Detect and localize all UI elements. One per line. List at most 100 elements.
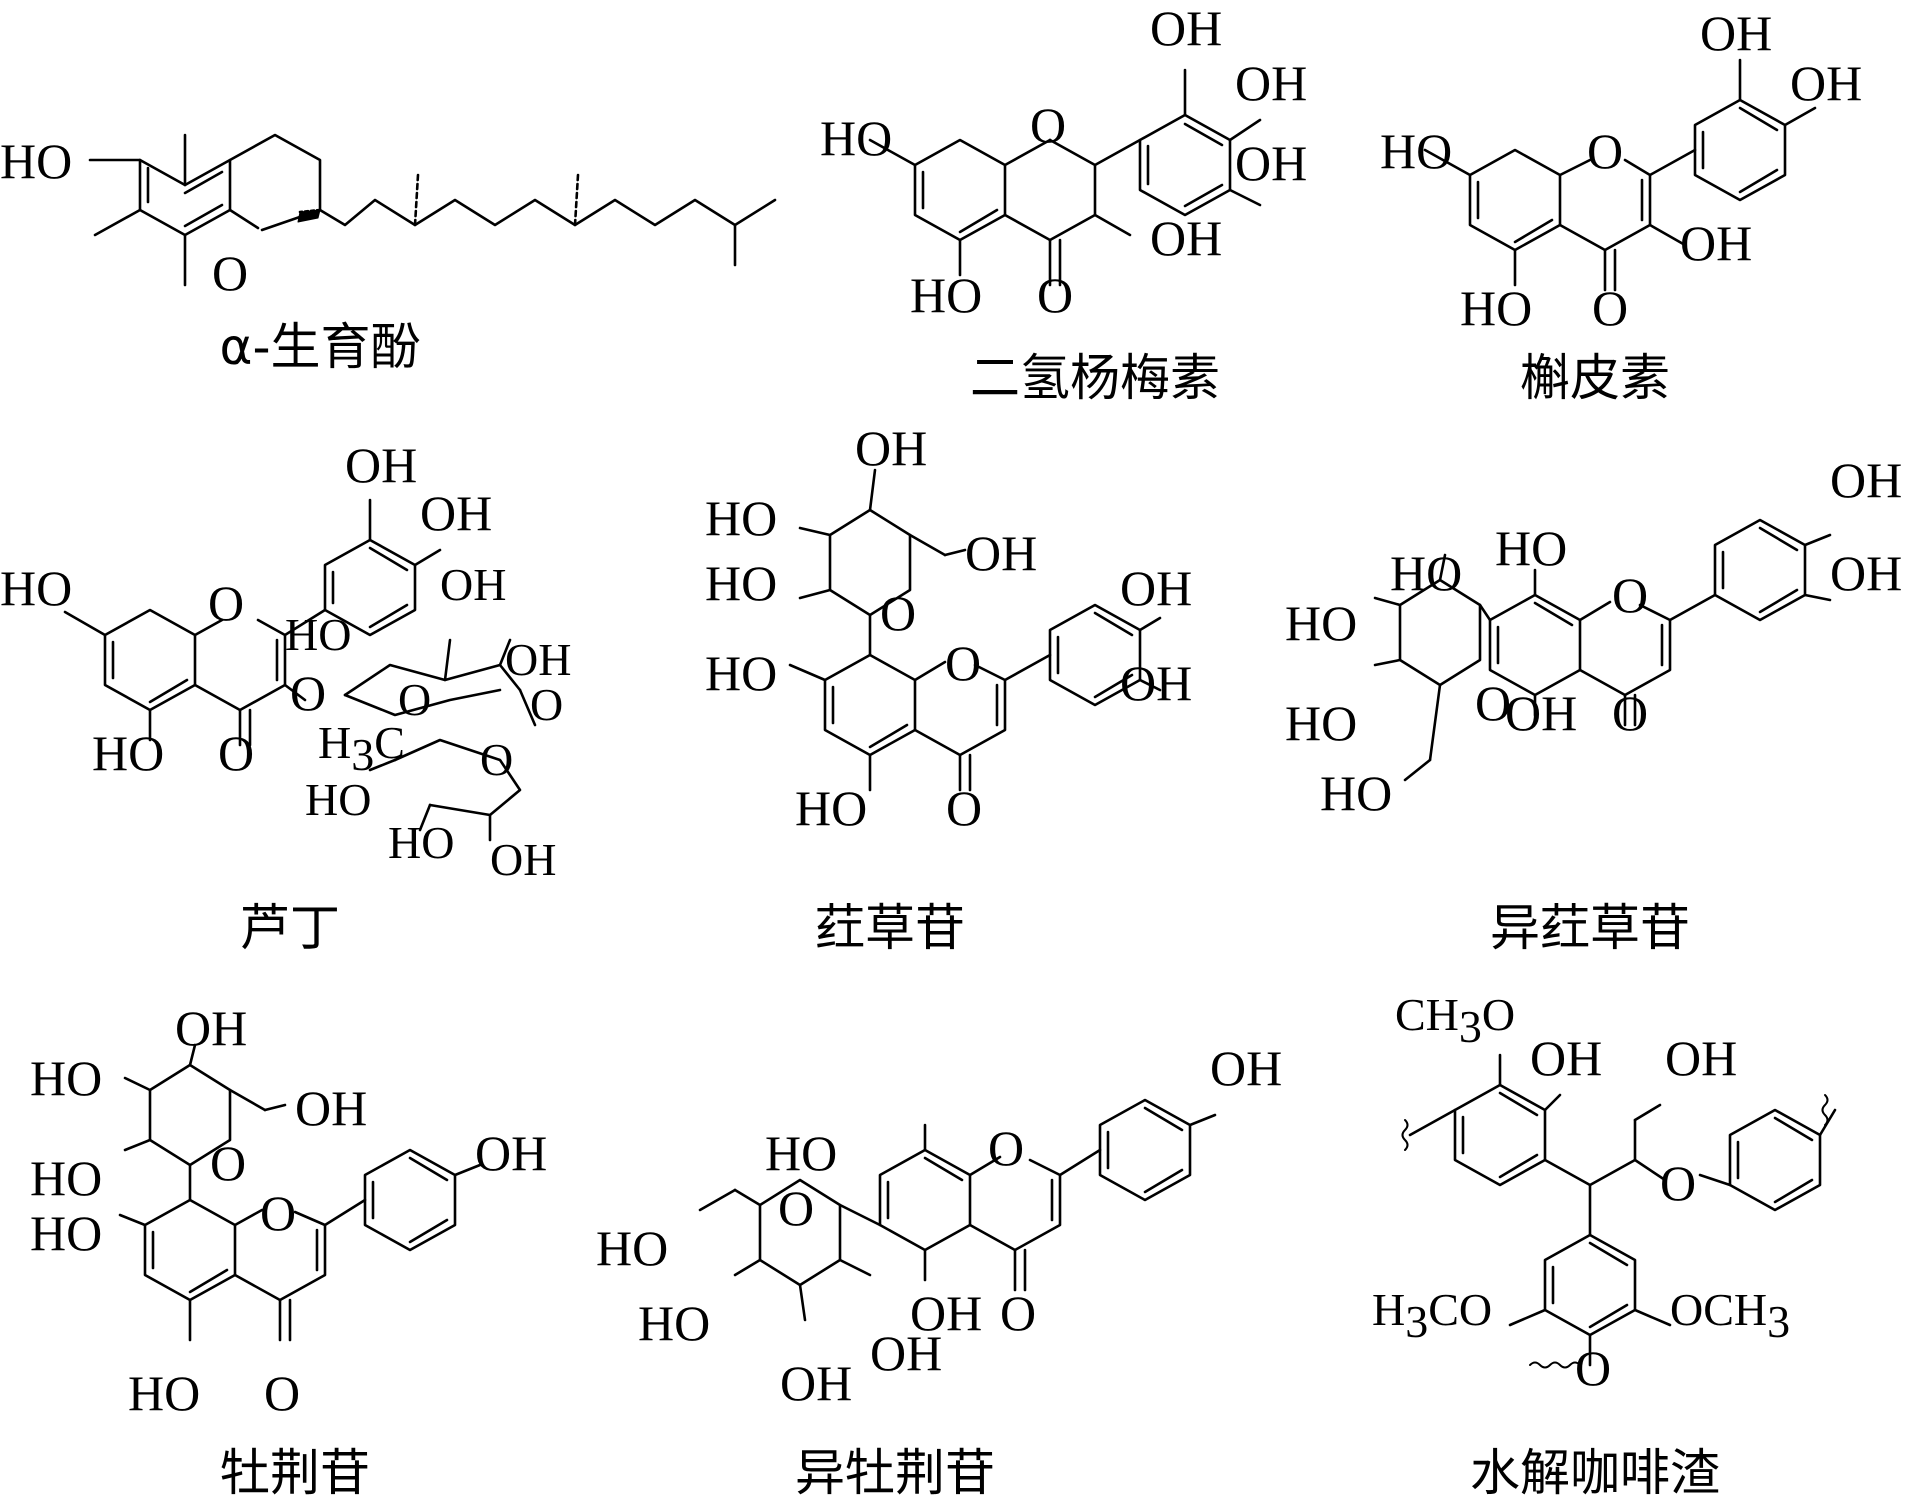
compound-name: 芦丁 — [240, 899, 340, 957]
atom-label: OH — [780, 1355, 852, 1411]
atom-label: HO — [388, 817, 454, 868]
atom-label: HO — [305, 774, 371, 825]
atom-label: HO — [30, 1050, 102, 1106]
atom-label: OH — [175, 1000, 247, 1056]
atom-label: O — [1592, 280, 1628, 336]
methoxy-label: OCH3 — [1670, 1284, 1790, 1347]
atom-label: O — [1612, 567, 1648, 623]
atom-label: HO — [1285, 695, 1357, 751]
atom-label: OH — [490, 834, 556, 885]
atom-label: OH — [910, 1285, 982, 1341]
methyl-label: H3C — [318, 717, 405, 780]
atom-label: O — [1587, 123, 1623, 179]
atom-label: OH — [1120, 560, 1192, 616]
atom-label: HO — [92, 725, 164, 781]
atom-label: OH — [1120, 655, 1192, 711]
atom-label: HO — [705, 490, 777, 546]
compound-name: 荭草苷 — [815, 899, 965, 957]
atom-label: O — [218, 725, 254, 781]
atom-label: OH — [1150, 0, 1222, 56]
atom-label: HO — [705, 555, 777, 611]
methoxy-label: CH3O — [1395, 989, 1515, 1052]
atom-label: OH — [1235, 135, 1307, 191]
atom-label: O — [1475, 675, 1511, 731]
atom-label: OH — [1530, 1030, 1602, 1086]
atom-label: O — [1612, 685, 1648, 741]
atom-label: O — [398, 674, 431, 725]
compound-name: 异牡荆苷 — [795, 1444, 995, 1501]
atom-label: O — [1000, 1285, 1036, 1341]
atom-label: OH — [1505, 685, 1577, 741]
structure-isoorientin: HO HO HO HO O HO O OH O OH OH 异荭草苷 — [1285, 452, 1902, 957]
atom-label: O — [210, 1135, 246, 1191]
compound-name: 水解咖啡渣 — [1470, 1444, 1720, 1501]
atom-label: OH — [1700, 5, 1772, 61]
atom-label: HO — [128, 1365, 200, 1421]
atom-label: O — [945, 635, 981, 691]
atom-label: OH — [965, 525, 1037, 581]
atom-label: OH — [295, 1080, 367, 1136]
atom-label: OH — [475, 1125, 547, 1181]
atom-label: OH — [1210, 1040, 1282, 1096]
atom-label: O — [1030, 97, 1066, 153]
atom-label: HO — [1320, 765, 1392, 821]
atom-label: O — [880, 585, 916, 641]
atom-label: O — [1575, 1340, 1611, 1396]
structure-rutin: HO O O HO O OH OH HO OH OH O O O H3C HO … — [0, 437, 571, 957]
atom-label: HO — [910, 267, 982, 323]
structure-quercetin: HO O OH HO O OH OH 槲皮素 — [1380, 5, 1862, 407]
atom-label: O — [260, 1185, 296, 1241]
atom-label: OH — [1790, 55, 1862, 111]
atom-label: OH — [855, 420, 927, 476]
atom-label: HO — [820, 110, 892, 166]
atom-label: OH — [1150, 210, 1222, 266]
structure-orientin: OH HO OH HO O HO O HO O OH OH 荭草苷 — [705, 420, 1192, 957]
atom-label: O — [1660, 1155, 1696, 1211]
atom-label: O — [208, 575, 244, 631]
atom-label: OH — [420, 485, 492, 541]
atom-label: HO — [1380, 123, 1452, 179]
atom-label: OH — [870, 1325, 942, 1381]
atom-label: HO — [1460, 280, 1532, 336]
atom-label: HO — [0, 560, 72, 616]
atom-label: O — [1037, 267, 1073, 323]
structure-isovitexin: HO HO O O OH HO OH O OH OH 异牡荆苷 — [596, 1040, 1282, 1501]
atom-label: OH — [505, 634, 571, 685]
atom-label: OH — [440, 559, 506, 610]
atom-label: O — [290, 665, 326, 721]
structure-dihydromyricetin: HO O OH HO O OH OH OH 二氢杨梅素 — [820, 0, 1307, 407]
compound-name: 牡荆苷 — [220, 1444, 370, 1501]
compound-name: 槲皮素 — [1520, 349, 1670, 407]
atom-label: HO — [765, 1125, 837, 1181]
compound-name: α-生育酚 — [219, 318, 420, 376]
atom-label: OH — [1680, 215, 1752, 271]
compound-name: 二氢杨梅素 — [970, 349, 1220, 407]
atom-label: O — [264, 1365, 300, 1421]
atom-label: O — [946, 780, 982, 836]
atom-label: OH — [1665, 1030, 1737, 1086]
atom-label: HO — [795, 780, 867, 836]
atom-label: HO — [1285, 595, 1357, 651]
atom-label: OH — [345, 437, 417, 493]
atom-label: OH — [1830, 452, 1902, 508]
atom-label: O — [212, 245, 248, 301]
structure-vitexin: OH HO OH HO O HO O OH HO O 牡荆苷 — [30, 1000, 547, 1501]
atom-label: O — [530, 679, 563, 730]
structure-tocopherol: HO O α-生育酚 — [0, 133, 777, 376]
atom-label: HO — [596, 1220, 668, 1276]
atom-label: HO — [638, 1295, 710, 1351]
atom-label: O — [480, 734, 513, 785]
methoxy-label: H3CO — [1372, 1284, 1492, 1347]
atom-label: OH — [1235, 55, 1307, 111]
atom-label: O — [988, 1120, 1024, 1176]
atom-label: HO — [1390, 545, 1462, 601]
atom-label: HO — [30, 1150, 102, 1206]
atom-label: HO — [30, 1205, 102, 1261]
atom-label: O — [778, 1180, 814, 1236]
atom-label: HO — [705, 645, 777, 701]
atom-label: OH — [1830, 545, 1902, 601]
structure-hydrolyzed-coffee-grounds: CH3O OH OH O H3CO OCH3 O 水解咖啡渣 — [1372, 989, 1837, 1501]
atom-label: HO — [285, 609, 351, 660]
compound-name: 异荭草苷 — [1490, 899, 1690, 957]
